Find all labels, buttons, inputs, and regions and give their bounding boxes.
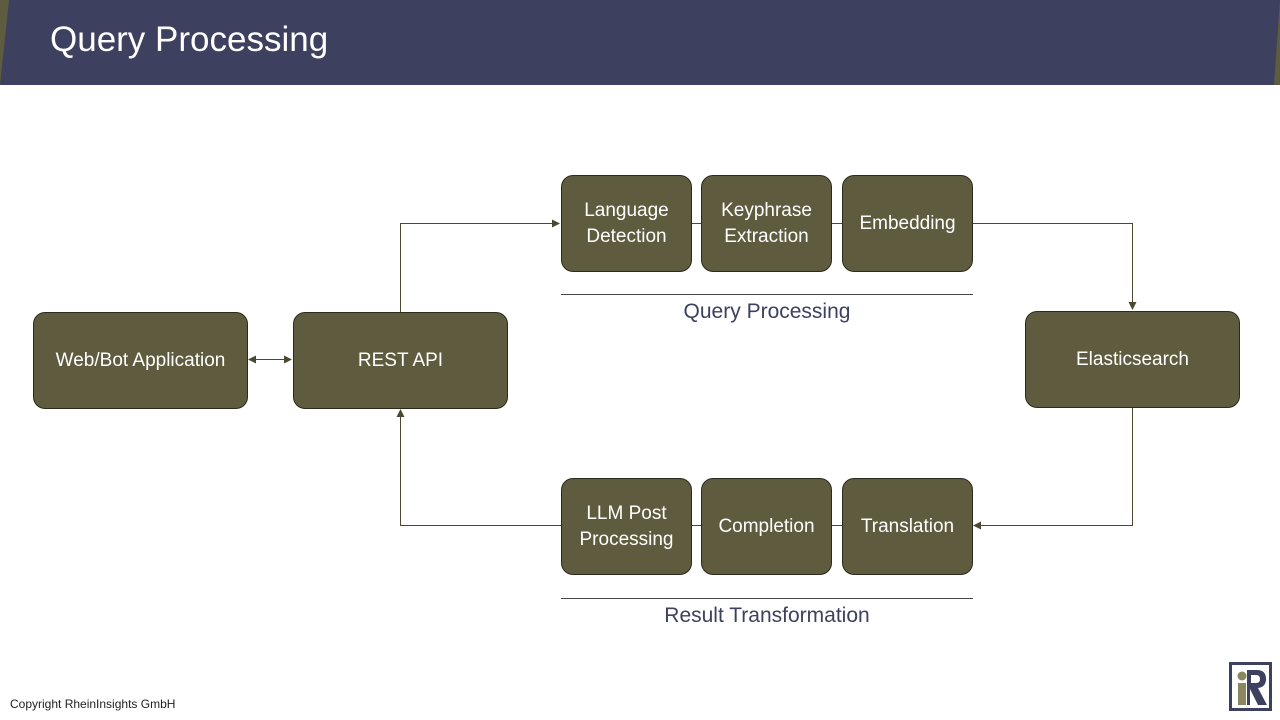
copyright-footer: Copyright RheinInsights GmbH bbox=[10, 697, 176, 711]
header-accent-right bbox=[1274, 0, 1280, 85]
node-elasticsearch: Elasticsearch bbox=[1025, 311, 1240, 408]
group-label-query-processing: Query Processing bbox=[683, 300, 851, 323]
node-label: Language Detection bbox=[584, 199, 669, 247]
node-label: Keyphrase Extraction bbox=[721, 199, 812, 247]
node-label: Completion bbox=[718, 515, 815, 537]
node-web-bot-application: Web/Bot Application bbox=[33, 312, 248, 409]
node-label: LLM Post Processing bbox=[579, 502, 674, 550]
header-accent-left bbox=[0, 0, 9, 85]
node-llm-post-processing: LLM Post Processing bbox=[561, 478, 692, 575]
node-label: Embedding bbox=[859, 212, 956, 234]
title-bar bbox=[0, 0, 1280, 85]
node-language-detection: Language Detection bbox=[561, 175, 692, 272]
group-label-result-transformation: Result Transformation bbox=[664, 604, 870, 627]
edge-embedding-elasticsearch bbox=[972, 223, 1137, 310]
node-embedding: Embedding bbox=[842, 175, 973, 272]
node-label: Translation bbox=[860, 515, 955, 537]
group-divider-query bbox=[561, 294, 973, 295]
node-rest-api: REST API bbox=[293, 312, 508, 409]
edge-llm-restapi bbox=[396, 409, 561, 526]
edge-restapi-language bbox=[400, 219, 560, 312]
node-keyphrase-extraction: Keyphrase Extraction bbox=[701, 175, 832, 272]
rheininsights-logo-icon bbox=[1229, 662, 1272, 711]
node-completion: Completion bbox=[701, 478, 832, 575]
node-translation: Translation bbox=[842, 478, 973, 575]
node-label: Web/Bot Application bbox=[55, 349, 226, 371]
edge-elasticsearch-translation bbox=[973, 408, 1133, 530]
node-label: REST API bbox=[357, 349, 444, 371]
group-divider-result bbox=[561, 598, 973, 599]
node-label: Elasticsearch bbox=[1076, 348, 1189, 370]
slide-title: Query Processing bbox=[50, 20, 329, 59]
